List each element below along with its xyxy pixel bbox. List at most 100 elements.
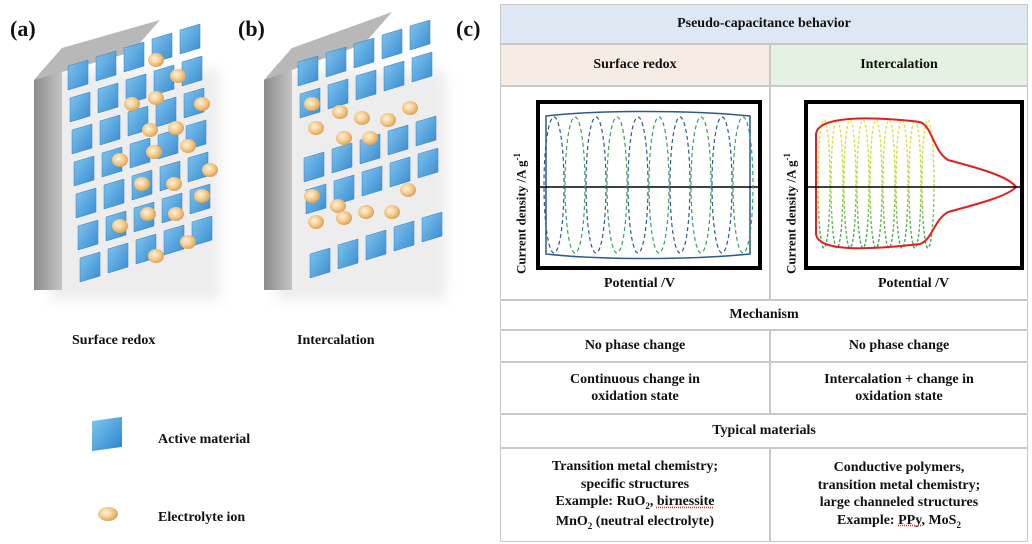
cv-dashed-loop — [627, 116, 649, 254]
electrolyte-ion — [140, 207, 156, 221]
electrolyte-ion — [358, 205, 374, 219]
typical-materials-label: Typical materials — [712, 423, 816, 439]
active-material-tile — [389, 156, 411, 188]
col-header-intercalation: Intercalation — [770, 44, 1028, 86]
active-material-tile — [95, 50, 117, 82]
electrolyte-ion — [400, 183, 416, 197]
active-material-tile — [415, 115, 437, 147]
electrolyte-ion — [134, 177, 150, 191]
electrolyte-ion — [146, 145, 162, 159]
cv-dashed-loop — [732, 116, 754, 254]
materials-left-line4: MnO2 (neutral electrolyte) — [555, 513, 715, 531]
table-header-text: Pseudo-capacitance behavior — [677, 16, 851, 32]
cv-plot-left — [536, 100, 762, 270]
active-material-tile — [353, 37, 375, 69]
electrolyte-ion — [148, 249, 164, 263]
electrolyte-ion — [362, 131, 378, 145]
electrolyte-ion — [148, 53, 164, 67]
electrolyte-ion — [336, 131, 352, 145]
active-material-tile — [73, 155, 95, 187]
active-material-tile — [327, 78, 349, 110]
active-material-tile — [417, 147, 439, 179]
active-material-tiles — [297, 19, 443, 279]
materials-left-line3: Example: RuO2, birnessite — [555, 494, 715, 512]
electrolyte-ion — [308, 215, 324, 229]
active-material-tiles — [67, 23, 213, 283]
row-typical-materials: Typical materials — [500, 414, 1028, 448]
row-mechanism: Mechanism — [500, 300, 1028, 330]
ylabel-right: Current density /A g-1 — [782, 152, 799, 274]
oxidation-left-line1: Continuous change in — [570, 371, 700, 387]
electrolyte-ion — [332, 105, 348, 119]
legend-active-material-icon — [92, 416, 122, 452]
electrolyte-ion — [304, 97, 320, 111]
active-material-tile — [103, 178, 125, 210]
active-material-tile — [99, 114, 121, 146]
cv-dashed-loop — [830, 119, 844, 249]
legend-active-material-label: Active material — [158, 432, 251, 447]
cv-dashed-loop — [895, 119, 909, 249]
materials-right-line1: Conductive polymers, — [833, 460, 965, 476]
materials-left-line1: Transition metal chemistry; — [551, 459, 719, 475]
active-material-tile — [125, 73, 147, 105]
active-material-tile — [71, 123, 93, 155]
oxidation-left: Continuous change in oxidation state — [500, 362, 770, 414]
active-material-tile — [67, 59, 89, 91]
active-material-tile — [163, 224, 185, 256]
electrolyte-ion — [336, 211, 352, 225]
cv-dashed-loop — [585, 116, 607, 254]
active-material-tile — [303, 151, 325, 183]
active-material-tile — [97, 82, 119, 114]
pseudo-capacitance-table: Pseudo-capacitance behavior Surface redo… — [500, 4, 1028, 542]
oxidation-right-line1: Intercalation + change in — [824, 371, 974, 387]
cv-dashed-loop — [564, 116, 586, 254]
active-material-tile — [381, 28, 403, 60]
cv-dashed-loop — [869, 119, 883, 249]
active-material-tile — [337, 238, 359, 270]
phase-left-text: No phase change — [584, 338, 686, 354]
electrolyte-ion — [180, 139, 196, 153]
electrolyte-ion — [330, 199, 346, 213]
electrolyte-ion — [166, 177, 182, 191]
active-material-tile — [309, 247, 331, 279]
col-header-surface-redox-text: Surface redox — [593, 57, 677, 73]
xlabel-left: Potential /V — [604, 276, 676, 291]
cv-dashed-loop — [669, 116, 691, 254]
electrolyte-ion — [148, 91, 164, 105]
cv-dashed-loop — [908, 119, 922, 249]
electrolyte-ion — [194, 97, 210, 111]
active-material-tile — [77, 219, 99, 251]
cv-dashed-loop — [843, 119, 857, 249]
surface-redox-schematic — [34, 20, 220, 300]
active-material-tile — [179, 23, 201, 55]
xlabel-right: Potential /V — [878, 276, 950, 291]
active-material-tile — [365, 229, 387, 261]
cv-dashed-loop — [921, 119, 935, 249]
col-header-intercalation-text: Intercalation — [860, 57, 938, 73]
active-material-tile — [387, 124, 409, 156]
electrolyte-ion — [112, 219, 128, 233]
active-material-tile — [383, 60, 405, 92]
active-material-tile — [297, 55, 319, 87]
oxidation-right: Intercalation + change in oxidation stat… — [770, 362, 1028, 414]
electrolyte-ion — [124, 97, 140, 111]
active-material-tile — [183, 87, 205, 119]
table-header: Pseudo-capacitance behavior — [500, 4, 1028, 44]
electrolyte-ion — [354, 111, 370, 125]
phase-right-text: No phase change — [848, 338, 950, 354]
cv-dashed-loop — [606, 116, 628, 254]
electrolyte-ion — [308, 121, 324, 135]
current-collector-wall — [34, 48, 62, 290]
phase-right: No phase change — [770, 330, 1028, 362]
active-material-tile — [153, 64, 175, 96]
materials-left: Transition metal chemistry; specific str… — [500, 448, 770, 542]
intercalation-schematic — [264, 12, 446, 300]
legend-electrolyte-ion-icon — [98, 507, 118, 521]
electrolyte-ion — [112, 153, 128, 167]
panel-label-c: (c) — [456, 16, 481, 41]
materials-right-line3: large channeled structures — [819, 495, 979, 511]
mechanism-label: Mechanism — [729, 307, 799, 323]
active-material-tile — [69, 91, 91, 123]
electrolyte-ion — [402, 101, 418, 115]
cv-dashed-loop — [711, 116, 733, 254]
